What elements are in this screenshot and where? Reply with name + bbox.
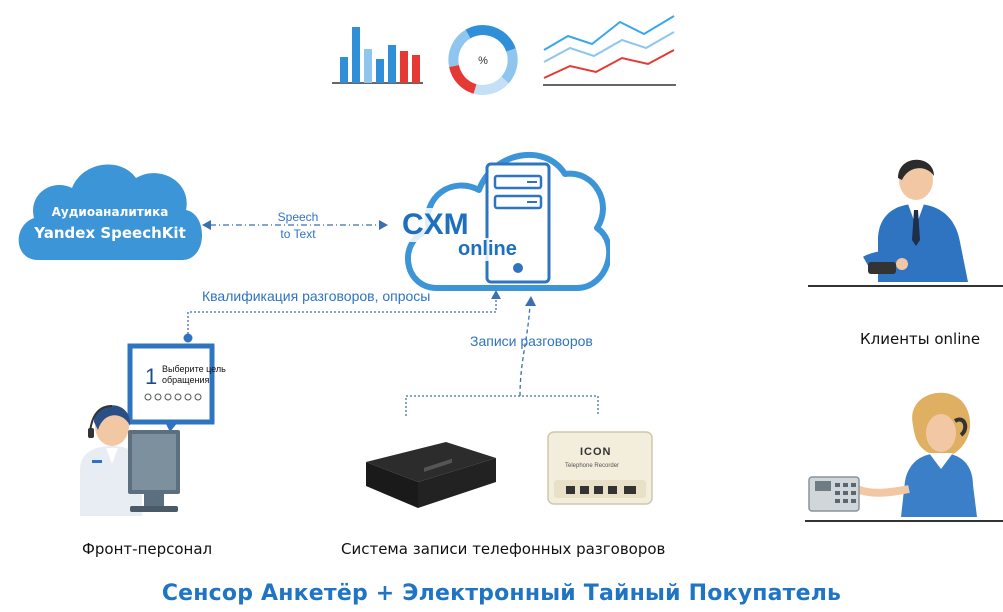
front-staff-illustration: [80, 343, 215, 516]
popup-text-line1: Выберите цель: [162, 364, 226, 374]
clients-caption: Клиенты online: [860, 330, 981, 348]
bar-chart-icon: [332, 27, 423, 84]
front-staff-caption: Фронт-персонал: [82, 540, 213, 558]
cxm-word1: CXM: [400, 208, 471, 242]
recordings-label: Записи разговоров: [470, 333, 593, 349]
speech-label-line1: Speech: [268, 210, 328, 224]
recorder-black-device: [366, 442, 496, 508]
donut-label: %: [478, 55, 488, 67]
speech-to-text-arrow: [202, 220, 388, 230]
icon-recorder-device: [547, 431, 653, 505]
client-woman-illustration: [805, 392, 1003, 522]
yandex-line2: Yandex SpeechKit: [34, 224, 186, 242]
icon-brand-text: ICON: [580, 446, 612, 458]
popup-text-line2: обращения: [162, 375, 210, 385]
popup-number: 1: [145, 364, 158, 389]
client-man-illustration: [808, 159, 1003, 287]
recording-system-caption: Система записи телефонных разговоров: [341, 540, 666, 558]
icon-sub-text: Telephone Recorder: [565, 463, 620, 469]
yandex-line1: Аудиоаналитика: [51, 205, 169, 219]
speech-label-line2: to Text: [280, 227, 316, 241]
percent-donut-icon: %: [448, 24, 518, 95]
cxm-word2: online: [456, 238, 519, 261]
qualification-label: Квалификация разговоров, опросы: [202, 288, 431, 304]
line-chart-icon: [543, 15, 676, 86]
yandex-speechkit-cloud: [18, 164, 203, 260]
footer-title: Сенсор Анкетёр + Электронный Тайный Поку…: [161, 581, 842, 606]
